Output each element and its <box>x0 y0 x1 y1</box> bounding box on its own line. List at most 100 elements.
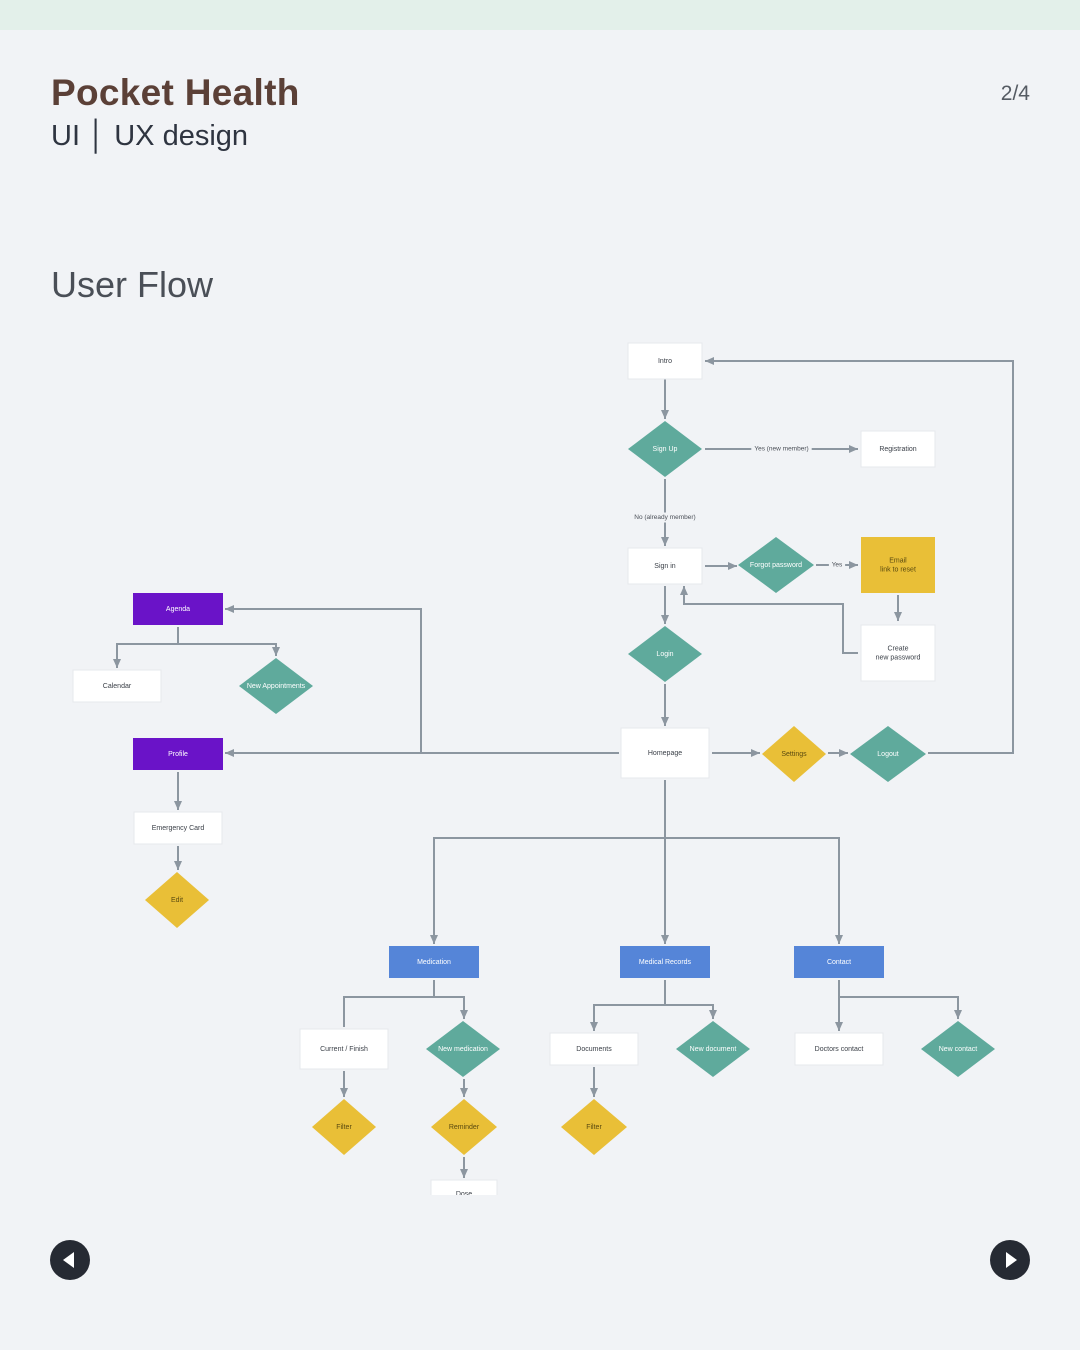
flow-node-label: Forgot password <box>750 562 802 569</box>
section-title: User Flow <box>51 264 214 305</box>
flow-node-medrecords: Medical Records <box>620 946 710 978</box>
flow-node-label: Sign Up <box>653 446 678 453</box>
flow-node-shape <box>627 547 703 585</box>
flow-node-shape <box>133 738 223 770</box>
flow-node-shape <box>762 726 826 782</box>
flow-node-shape <box>861 537 935 593</box>
flow-node-label: Edit <box>171 897 183 904</box>
flow-node-shape <box>676 1021 750 1077</box>
flow-node-label: Filter <box>336 1124 352 1131</box>
flow-node-shape <box>431 1099 497 1155</box>
flow-node-doctors: Doctors contact <box>794 1032 884 1066</box>
brand-title: Pocket Health <box>51 72 300 113</box>
edge-agenda-to-calendar <box>113 627 179 668</box>
flow-node-newappt: New Appointments <box>239 658 313 714</box>
triangle-left-icon <box>63 1252 74 1268</box>
flow-node-shape <box>628 421 702 477</box>
flow-node-label: New contact <box>939 1046 978 1053</box>
flow-node-reminder: Reminder <box>431 1099 497 1155</box>
previous-page-button[interactable] <box>50 1240 90 1280</box>
flow-node-forgot: Forgot password <box>738 537 814 593</box>
edge-label-signup-signin: No (already member) <box>634 514 695 521</box>
flow-node-shape <box>430 1179 498 1195</box>
flow-node-shape <box>299 1028 389 1070</box>
flow-node-label: Emergency Card <box>152 825 205 832</box>
flow-node-label: Agenda <box>166 606 190 613</box>
edge-label-background <box>751 444 812 454</box>
flow-node-shape <box>627 342 703 380</box>
flow-node-label: Calendar <box>103 683 132 690</box>
flow-node-label: Documents <box>576 1046 612 1053</box>
flow-node-shape <box>312 1099 376 1155</box>
flow-node-newcontact: New contact <box>921 1021 995 1077</box>
triangle-right-icon <box>1006 1252 1017 1268</box>
flow-node-emergency: Emergency Card <box>133 811 223 845</box>
flow-node-contact: Contact <box>794 946 884 978</box>
flow-node-shape <box>794 1032 884 1066</box>
next-page-button[interactable] <box>990 1240 1030 1280</box>
flow-node-shape <box>738 537 814 593</box>
edge-homepage-to-medication <box>430 780 666 944</box>
edge-medrecords-to-documents <box>590 980 666 1031</box>
flow-node-label: Homepage <box>648 750 682 757</box>
flow-node-shape <box>133 593 223 625</box>
flow-node-current: Current / Finish <box>299 1028 389 1070</box>
edge-homepage-to-agenda <box>225 605 619 754</box>
flow-node-intro: Intro <box>627 342 703 380</box>
flow-node-documents: Documents <box>549 1032 639 1066</box>
flow-node-settings: Settings <box>762 726 826 782</box>
flow-node-label: Filter <box>586 1124 602 1131</box>
flow-node-shape <box>860 430 936 468</box>
flow-node-shape <box>72 669 162 703</box>
flow-node-label: Current / Finish <box>320 1046 368 1053</box>
flow-node-shape <box>389 946 479 978</box>
flow-node-label: Sign in <box>654 563 676 570</box>
flow-node-login: Login <box>628 626 702 682</box>
flow-node-newmed: New medication <box>426 1021 500 1077</box>
flow-node-label: Intro <box>658 358 672 365</box>
flow-node-logout: Logout <box>850 726 926 782</box>
flow-node-label: Doctors contact <box>815 1046 864 1053</box>
edge-label-signup-registration: Yes (new member) <box>754 446 808 453</box>
flow-node-label: Medical Records <box>639 959 692 966</box>
flow-node-profile: Profile <box>133 738 223 770</box>
flow-node-shape <box>549 1032 639 1066</box>
edge-medrecords-to-newdoc <box>665 1004 717 1019</box>
flow-node-homepage: Homepage <box>620 727 710 779</box>
flow-node-signin: Sign in <box>627 547 703 585</box>
edge-agenda-to-newappt <box>178 643 280 656</box>
flow-node-label: New Appointments <box>247 683 306 690</box>
flow-node-newdoc: New document <box>676 1021 750 1077</box>
flow-node-label: Profile <box>168 751 188 758</box>
flow-node-shape <box>628 626 702 682</box>
edge-create-to-signin <box>680 586 858 654</box>
top-accent-strip <box>0 0 1080 30</box>
edge-logout-to-intro <box>705 357 1014 754</box>
edge-medication-to-current <box>343 980 435 1027</box>
flow-node-signup: Sign Up <box>628 421 702 477</box>
flow-node-shape <box>620 727 710 779</box>
flow-node-dose: Dose <box>430 1179 498 1195</box>
flow-node-edit: Edit <box>145 872 209 928</box>
flow-node-label: Login <box>656 651 673 658</box>
flow-node-shape <box>860 624 936 682</box>
flow-node-shape <box>426 1021 500 1077</box>
flow-node-label: Logout <box>877 751 898 758</box>
flow-node-shape <box>561 1099 627 1155</box>
flow-node-shape <box>620 946 710 978</box>
flow-node-shape <box>145 872 209 928</box>
flow-node-registration: Registration <box>860 430 936 468</box>
flow-node-agenda: Agenda <box>133 593 223 625</box>
flow-node-shape <box>133 811 223 845</box>
flow-node-filter2: Filter <box>561 1099 627 1155</box>
flow-node-label: New document <box>690 1046 737 1053</box>
edge-label-background <box>828 560 846 570</box>
flow-node-label: Medication <box>417 959 451 966</box>
edge-label-forgot-email: Yes <box>832 562 843 569</box>
flow-node-shape <box>239 658 313 714</box>
